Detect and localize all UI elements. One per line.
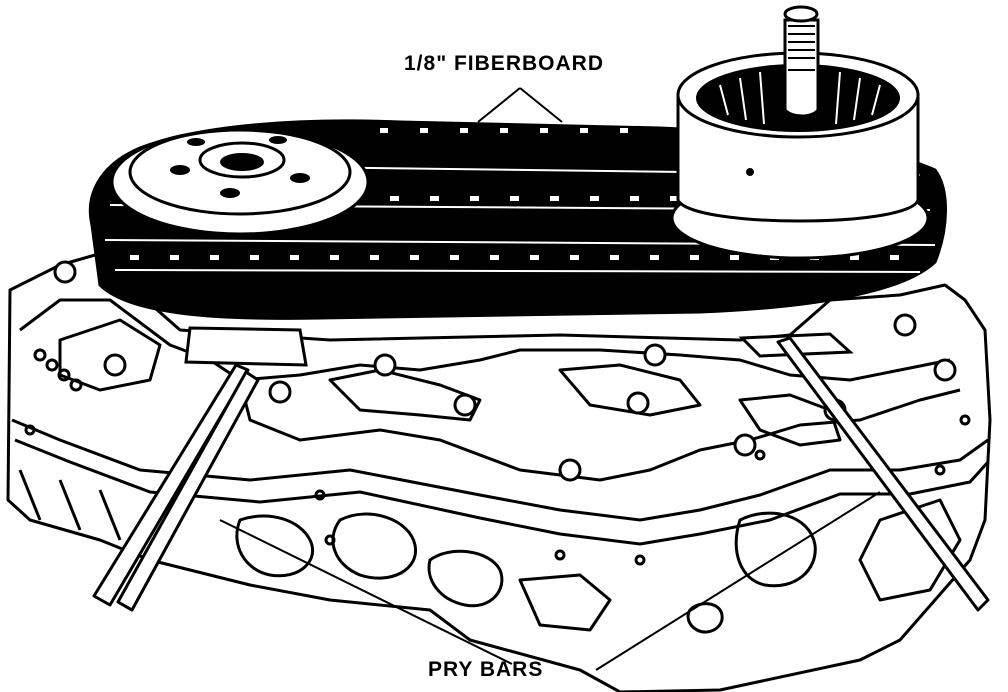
transfer-case-housing — [6, 253, 992, 692]
fiberboard-sheets — [184, 326, 854, 367]
rear-output-drum — [670, 5, 930, 260]
front-output-sprocket — [110, 128, 370, 236]
leader-lines — [219, 87, 881, 671]
pry-bars — [92, 336, 990, 612]
pry-bars-callout-label: PRY BARS — [428, 658, 544, 681]
fiberboard-callout-label: 1/8" FIBERBOARD — [404, 52, 604, 75]
